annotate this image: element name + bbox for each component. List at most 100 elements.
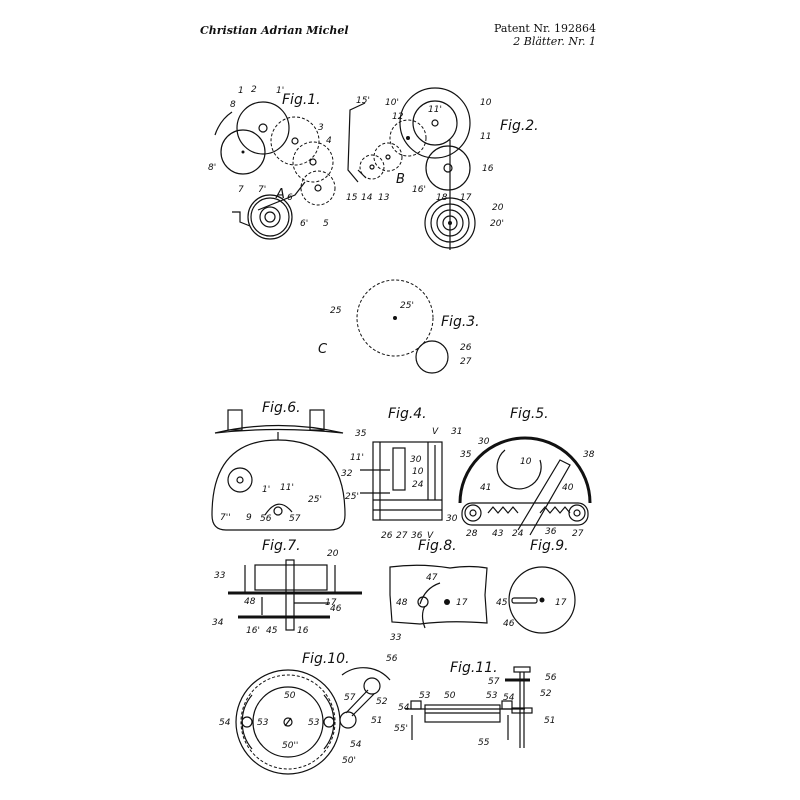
fig2-reference-numeral: 20 <box>492 203 504 213</box>
fig9-title: Fig.9. <box>530 538 569 554</box>
fig5-reference-numeral: 24 <box>512 529 524 539</box>
fig1-title: Fig.1. <box>282 92 321 108</box>
fig7-reference-numeral: 45 <box>266 626 278 636</box>
fig3-reference-numeral: 27 <box>460 357 472 367</box>
fig5-reference-numeral: 36 <box>545 527 557 537</box>
fig6-reference-numeral: 11' <box>280 483 294 493</box>
fig5-reference-numeral: 35 <box>460 450 472 460</box>
fig3-reference-numeral: 26 <box>460 343 472 353</box>
fig1-reference-numeral: A <box>275 187 285 202</box>
fig11-section <box>405 666 533 748</box>
fig3-title: Fig.3. <box>441 314 480 330</box>
fig11-reference-numeral: 55' <box>394 724 408 734</box>
fig11-reference-numeral: 55 <box>478 738 490 748</box>
fig11-reference-numeral: 56 <box>545 673 557 683</box>
fig9-disc <box>508 566 576 634</box>
fig4-section <box>360 441 443 521</box>
fig7-reference-numeral: 34 <box>212 618 224 628</box>
fig10-reference-numeral: 54 <box>350 740 362 750</box>
fig2-reference-numeral: 13 <box>378 193 390 203</box>
fig4-reference-numeral: 25' <box>345 492 359 502</box>
fig1-reference-numeral: 6 <box>287 193 293 203</box>
fig5-reference-numeral: 28 <box>466 529 478 539</box>
fig6-reference-numeral: 32 <box>341 469 353 479</box>
fig10-reference-numeral: 50' <box>342 756 356 766</box>
fig4-reference-numeral: 31 <box>451 427 462 437</box>
fig10-title: Fig.10. <box>302 651 350 667</box>
inventor-name: Christian Adrian Michel <box>200 24 349 37</box>
fig6-reference-numeral: 9 <box>246 513 252 523</box>
fig5-reference-numeral: 38 <box>583 450 595 460</box>
fig1-reference-numeral: 2 <box>251 85 257 95</box>
fig4-reference-numeral: 35 <box>355 429 367 439</box>
fig4-reference-numeral: 11' <box>350 453 364 463</box>
fig10-reference-numeral: 50 <box>284 691 296 701</box>
fig7-reference-numeral: 33 <box>214 571 226 581</box>
fig2-reference-numeral: 16 <box>482 164 494 174</box>
fig5-reference-numeral: 40 <box>562 483 574 493</box>
fig11-reference-numeral: 53 <box>486 691 498 701</box>
fig8-title: Fig.8. <box>418 538 457 554</box>
fig8-reference-numeral: 17 <box>456 598 468 608</box>
fig2-reference-numeral: B <box>396 172 405 187</box>
fig10-reference-numeral: 53 <box>257 718 269 728</box>
fig10-reference-numeral: 52 <box>376 697 388 707</box>
fig4-reference-numeral: 30 <box>410 455 422 465</box>
fig5-reference-numeral: 30 <box>478 437 490 447</box>
fig1-gear-train <box>214 101 336 240</box>
fig1-reference-numeral: 1' <box>276 86 284 96</box>
fig2-reference-numeral: 18 <box>436 193 448 203</box>
fig11-reference-numeral: 53 <box>419 691 431 701</box>
fig11-title: Fig.11. <box>450 660 498 676</box>
fig8-plate <box>389 564 488 629</box>
fig3-gears <box>356 279 449 374</box>
fig2-reference-numeral: 15' <box>356 96 370 106</box>
fig6-scale-housing <box>211 409 346 531</box>
fig10-reference-numeral: 50'' <box>282 741 298 751</box>
fig6-reference-numeral: 7'' <box>220 513 231 523</box>
fig1-reference-numeral: 5 <box>323 219 329 229</box>
fig1-reference-numeral: 8' <box>208 163 216 173</box>
fig11-reference-numeral: 54 <box>398 703 410 713</box>
fig2-reference-numeral: 17 <box>460 193 472 203</box>
fig2-reference-numeral: 10' <box>385 98 399 108</box>
fig4-reference-numeral: 27 <box>396 531 408 541</box>
fig7-reference-numeral: 16' <box>246 626 260 636</box>
fig5-reference-numeral: 27 <box>572 529 584 539</box>
fig1-reference-numeral: 7 <box>238 185 244 195</box>
fig2-reference-numeral: 10 <box>480 98 492 108</box>
sheet-number: 2 Blätter. Nr. 1 <box>512 35 596 48</box>
fig11-reference-numeral: 52 <box>540 689 552 699</box>
fig1-reference-numeral: 4 <box>326 136 332 146</box>
fig1-reference-numeral: 8 <box>230 100 236 110</box>
fig1-reference-numeral: 1 <box>238 86 244 96</box>
fig2-reference-numeral: 11' <box>428 105 442 115</box>
fig4-title: Fig.4. <box>388 406 427 422</box>
fig7-reference-numeral: 17 <box>325 598 337 608</box>
patent-number: Patent Nr. 192864 <box>494 22 596 35</box>
fig2-title: Fig.2. <box>500 118 539 134</box>
fig6-reference-numeral: 56 <box>260 514 272 524</box>
fig1-reference-numeral: 7' <box>258 185 266 195</box>
fig10-reference-numeral: 51 <box>371 716 382 726</box>
fig8-reference-numeral: 48 <box>396 598 408 608</box>
fig10-reference-numeral: 56 <box>386 654 398 664</box>
fig2-gear-train <box>347 87 476 250</box>
fig2-reference-numeral: 14 <box>361 193 373 203</box>
fig10-reference-numeral: 57 <box>344 693 356 703</box>
fig4-reference-numeral: 24 <box>412 480 424 490</box>
fig10-dial <box>235 667 391 775</box>
fig4-reference-numeral: V <box>427 531 434 541</box>
fig2-reference-numeral: 12 <box>392 112 404 122</box>
fig5-reference-numeral: 10 <box>520 457 532 467</box>
fig7-reference-numeral: 46 <box>330 604 342 614</box>
fig7-reference-numeral: 48 <box>244 597 256 607</box>
fig5-reference-numeral: 43 <box>492 529 504 539</box>
fig3-reference-numeral: 25' <box>400 301 414 311</box>
fig7-section <box>228 559 362 631</box>
fig4-reference-numeral: 36 <box>411 531 423 541</box>
fig6-reference-numeral: 1' <box>262 485 270 495</box>
fig7-title: Fig.7. <box>262 538 301 554</box>
fig3-reference-numeral: 25 <box>330 306 342 316</box>
